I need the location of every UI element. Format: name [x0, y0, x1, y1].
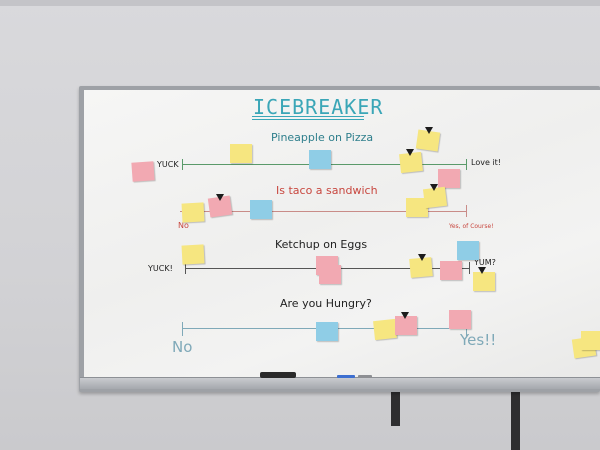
- scale-right-label: Yes, of Course!: [449, 223, 494, 230]
- marker-tray: [80, 377, 600, 389]
- sticky-note[interactable]: [473, 272, 495, 291]
- scale-left-label: YUCK: [157, 160, 179, 169]
- title-underline: [252, 119, 364, 120]
- scale-tick: [466, 159, 467, 170]
- scale-tick: [466, 322, 467, 336]
- sticky-note[interactable]: [449, 310, 471, 329]
- binder-clip-icon: [401, 312, 409, 319]
- scale-left-label: No: [178, 221, 189, 230]
- scale-right-label: Love it!: [471, 158, 501, 167]
- sticky-note[interactable]: [395, 316, 417, 335]
- sticky-note[interactable]: [181, 202, 205, 223]
- question-label: Is taco a sandwich: [276, 184, 378, 197]
- wall-trim: [0, 0, 600, 6]
- scale-tick: [469, 262, 470, 274]
- marker: [337, 375, 355, 378]
- sticky-note[interactable]: [230, 144, 252, 163]
- binder-clip-icon: [216, 194, 224, 201]
- marker: [358, 375, 372, 378]
- sticky-note[interactable]: [438, 169, 460, 188]
- hanging-strap: [391, 380, 400, 426]
- scale-line: [180, 211, 467, 212]
- eraser: [260, 372, 296, 378]
- question-label: Ketchup on Eggs: [275, 238, 368, 251]
- scale-right-label: Yes!!: [460, 331, 497, 349]
- scale-tick: [466, 205, 467, 217]
- sticky-note[interactable]: [250, 200, 272, 219]
- whiteboard-surface: [84, 90, 600, 378]
- scale-left-label: No: [172, 338, 193, 356]
- scale-tick: [185, 262, 186, 274]
- binder-clip-icon: [430, 184, 438, 191]
- scale-tick: [182, 322, 183, 336]
- sticky-note[interactable]: [440, 261, 462, 280]
- board-title: ICEBREAKER: [253, 95, 384, 119]
- scale-tick: [182, 159, 183, 170]
- question-label: Are you Hungry?: [280, 297, 372, 310]
- binder-clip-icon: [478, 267, 486, 274]
- scale-right-label: YUM?: [474, 258, 496, 267]
- sticky-note[interactable]: [181, 244, 205, 265]
- sticky-note[interactable]: [316, 322, 338, 341]
- sticky-note[interactable]: [457, 241, 479, 260]
- binder-clip-icon: [406, 149, 414, 156]
- sticky-note[interactable]: [319, 265, 341, 284]
- sticky-note[interactable]: [581, 331, 600, 350]
- title-underline: [252, 116, 364, 117]
- sticky-note[interactable]: [406, 198, 428, 217]
- question-label: Pineapple on Pizza: [271, 131, 374, 144]
- binder-clip-icon: [418, 254, 426, 261]
- sticky-note[interactable]: [131, 161, 155, 182]
- sticky-note[interactable]: [373, 318, 397, 341]
- sticky-note[interactable]: [309, 150, 331, 169]
- scale-left-label: YUCK!: [148, 264, 173, 273]
- binder-clip-icon: [425, 127, 433, 134]
- hanging-strap: [511, 380, 520, 450]
